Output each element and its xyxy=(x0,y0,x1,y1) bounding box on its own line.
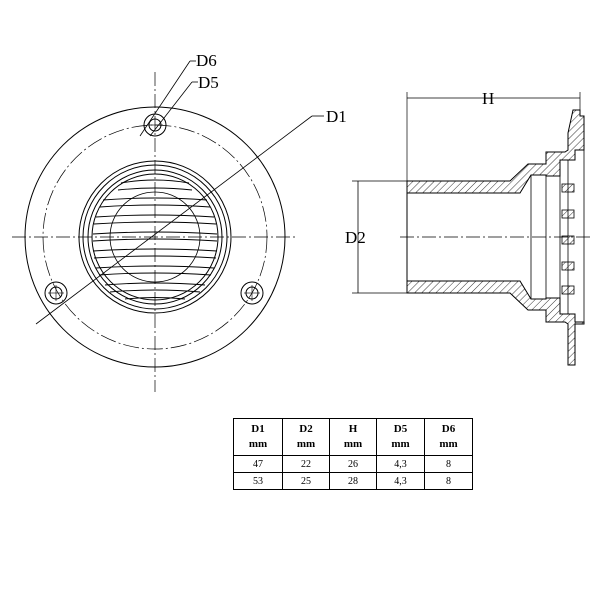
table-cell: 28 xyxy=(329,472,377,490)
label-h: H xyxy=(482,89,494,108)
flange-outer-circle xyxy=(24,106,286,368)
side-view xyxy=(352,92,590,366)
front-view xyxy=(12,60,324,392)
table-row: 53 25 28 4,3 8 xyxy=(233,472,473,490)
table-cell: 4,3 xyxy=(376,472,425,490)
d6-leader-line xyxy=(139,60,191,137)
label-d6: D6 xyxy=(196,51,217,70)
table-cell: 25 xyxy=(282,472,330,490)
d5-leader-line xyxy=(149,81,193,137)
bolt-circle xyxy=(42,124,268,350)
table-cell: 8 xyxy=(424,472,473,490)
table-cell: 26 xyxy=(329,455,377,473)
table-cell: 8 xyxy=(424,455,473,473)
technical-drawing: D6 D5 D1 D2 H xyxy=(12,51,590,392)
d1-leader-line xyxy=(35,115,313,325)
grille-inner-circle xyxy=(109,191,201,283)
table-cell: 53 xyxy=(233,472,283,490)
body-ring-3 xyxy=(87,169,223,305)
table-cell: 4,3 xyxy=(376,455,425,473)
body-ring-outer xyxy=(78,160,232,314)
label-d1: D1 xyxy=(326,107,347,126)
body-ring-2 xyxy=(82,164,228,310)
label-d5: D5 xyxy=(198,73,219,92)
label-d2: D2 xyxy=(345,228,366,247)
tube-wall-upper xyxy=(406,109,585,194)
table-row: 47 22 26 4,3 8 xyxy=(233,455,473,473)
grille-ring xyxy=(91,173,219,301)
tube-wall-lower xyxy=(406,280,585,366)
bolt-hole-right xyxy=(240,281,264,305)
table-cell: 22 xyxy=(282,455,330,473)
grille-slats xyxy=(92,179,218,300)
table-cell: 47 xyxy=(233,455,283,473)
side-grille-slats xyxy=(561,183,575,295)
bolt-hole-left xyxy=(44,281,68,305)
